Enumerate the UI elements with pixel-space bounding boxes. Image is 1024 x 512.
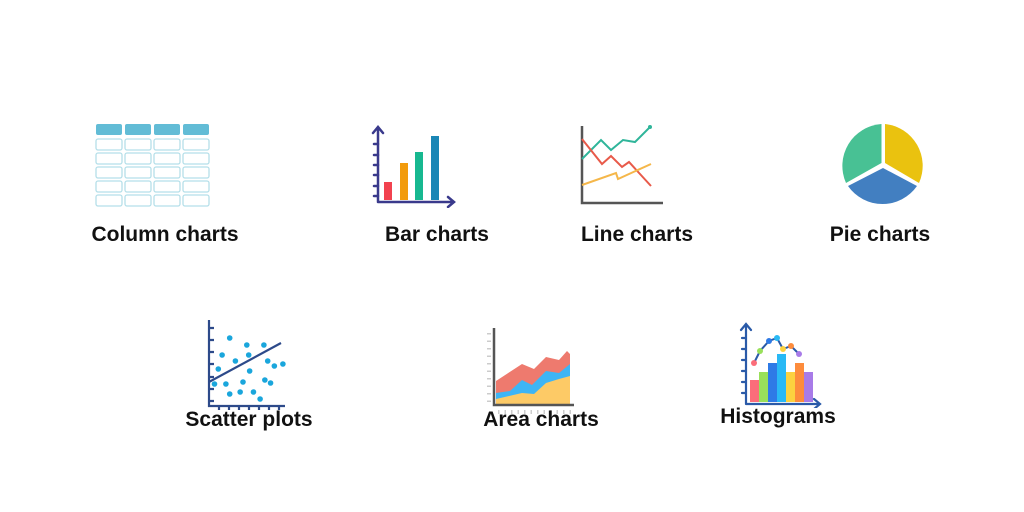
axis-tick xyxy=(569,410,571,414)
axis-tick xyxy=(517,410,519,414)
table-cell xyxy=(124,138,152,151)
axis-tick xyxy=(487,348,491,350)
table-cell xyxy=(153,180,181,193)
scatter-dot xyxy=(240,379,246,385)
scatter-dot xyxy=(257,396,263,402)
axis-tick xyxy=(487,333,491,335)
histogram-icon xyxy=(739,322,822,408)
axis-tick xyxy=(487,385,491,387)
table-cell xyxy=(182,138,210,151)
scatter-plot-icon xyxy=(207,320,286,410)
scatter-dot xyxy=(271,363,278,369)
table-cell xyxy=(153,138,181,151)
axis-tick xyxy=(487,370,491,372)
table-cell xyxy=(153,194,181,207)
area-charts-label: Area charts xyxy=(483,408,599,431)
axis-tick xyxy=(487,400,491,402)
axis-tick xyxy=(487,355,491,357)
axis-tick xyxy=(556,410,558,414)
scatter-dot xyxy=(261,342,267,348)
table-cell xyxy=(124,194,152,207)
scatter-dot xyxy=(264,358,271,364)
axis-tick xyxy=(487,378,491,380)
table-cell xyxy=(153,152,181,165)
axis-tick xyxy=(530,410,532,414)
table-cell xyxy=(182,152,210,165)
scatter-dot xyxy=(223,381,229,387)
table-cell xyxy=(182,194,210,207)
axis-tick xyxy=(543,410,545,414)
scatter-dot xyxy=(245,352,252,358)
scatter-dot xyxy=(215,366,222,372)
axis-tick xyxy=(511,410,513,414)
table-icon xyxy=(95,124,210,207)
line-charts-label: Line charts xyxy=(580,223,694,246)
scatter-dot xyxy=(246,368,253,374)
axis-tick xyxy=(524,410,526,414)
table-cell xyxy=(95,166,123,179)
axis-tick xyxy=(537,410,539,414)
table-cell xyxy=(95,138,123,151)
scatter-plots-label: Scatter plots xyxy=(185,408,313,431)
table-cell xyxy=(182,166,210,179)
pie-charts-label: Pie charts xyxy=(829,223,931,246)
axis-tick xyxy=(498,410,500,414)
area-chart-icon xyxy=(487,328,574,414)
table-cell xyxy=(182,180,210,193)
table-cell xyxy=(124,180,152,193)
line-chart-icon xyxy=(580,125,663,205)
scatter-dot xyxy=(267,380,274,386)
scatter-dot xyxy=(250,389,257,395)
scatter-dot xyxy=(219,352,225,358)
scatter-dot xyxy=(280,361,286,367)
table-cell xyxy=(95,194,123,207)
axis-tick xyxy=(487,363,491,365)
scatter-dot xyxy=(226,391,233,397)
axis-tick xyxy=(504,410,506,414)
table-cell xyxy=(95,152,123,165)
axis-tick xyxy=(563,410,565,414)
pie-chart-icon xyxy=(842,124,923,205)
scatter-dot xyxy=(232,358,239,364)
scatter-dot xyxy=(226,335,233,341)
table-cell xyxy=(95,180,123,193)
bar-chart-icon xyxy=(371,125,456,208)
table-cell xyxy=(124,152,152,165)
scatter-dot xyxy=(211,381,218,387)
axis-tick xyxy=(487,340,491,342)
histograms-label: Histograms xyxy=(720,405,836,428)
axis-tick xyxy=(487,393,491,395)
table-cell xyxy=(124,166,152,179)
table-cell xyxy=(153,166,181,179)
axis-tick xyxy=(550,410,552,414)
scatter-dot xyxy=(262,377,268,383)
bar-charts-label: Bar charts xyxy=(385,223,489,246)
column-charts-label: Column charts xyxy=(91,223,239,246)
scatter-dot xyxy=(237,389,243,395)
scatter-dot xyxy=(244,342,250,348)
